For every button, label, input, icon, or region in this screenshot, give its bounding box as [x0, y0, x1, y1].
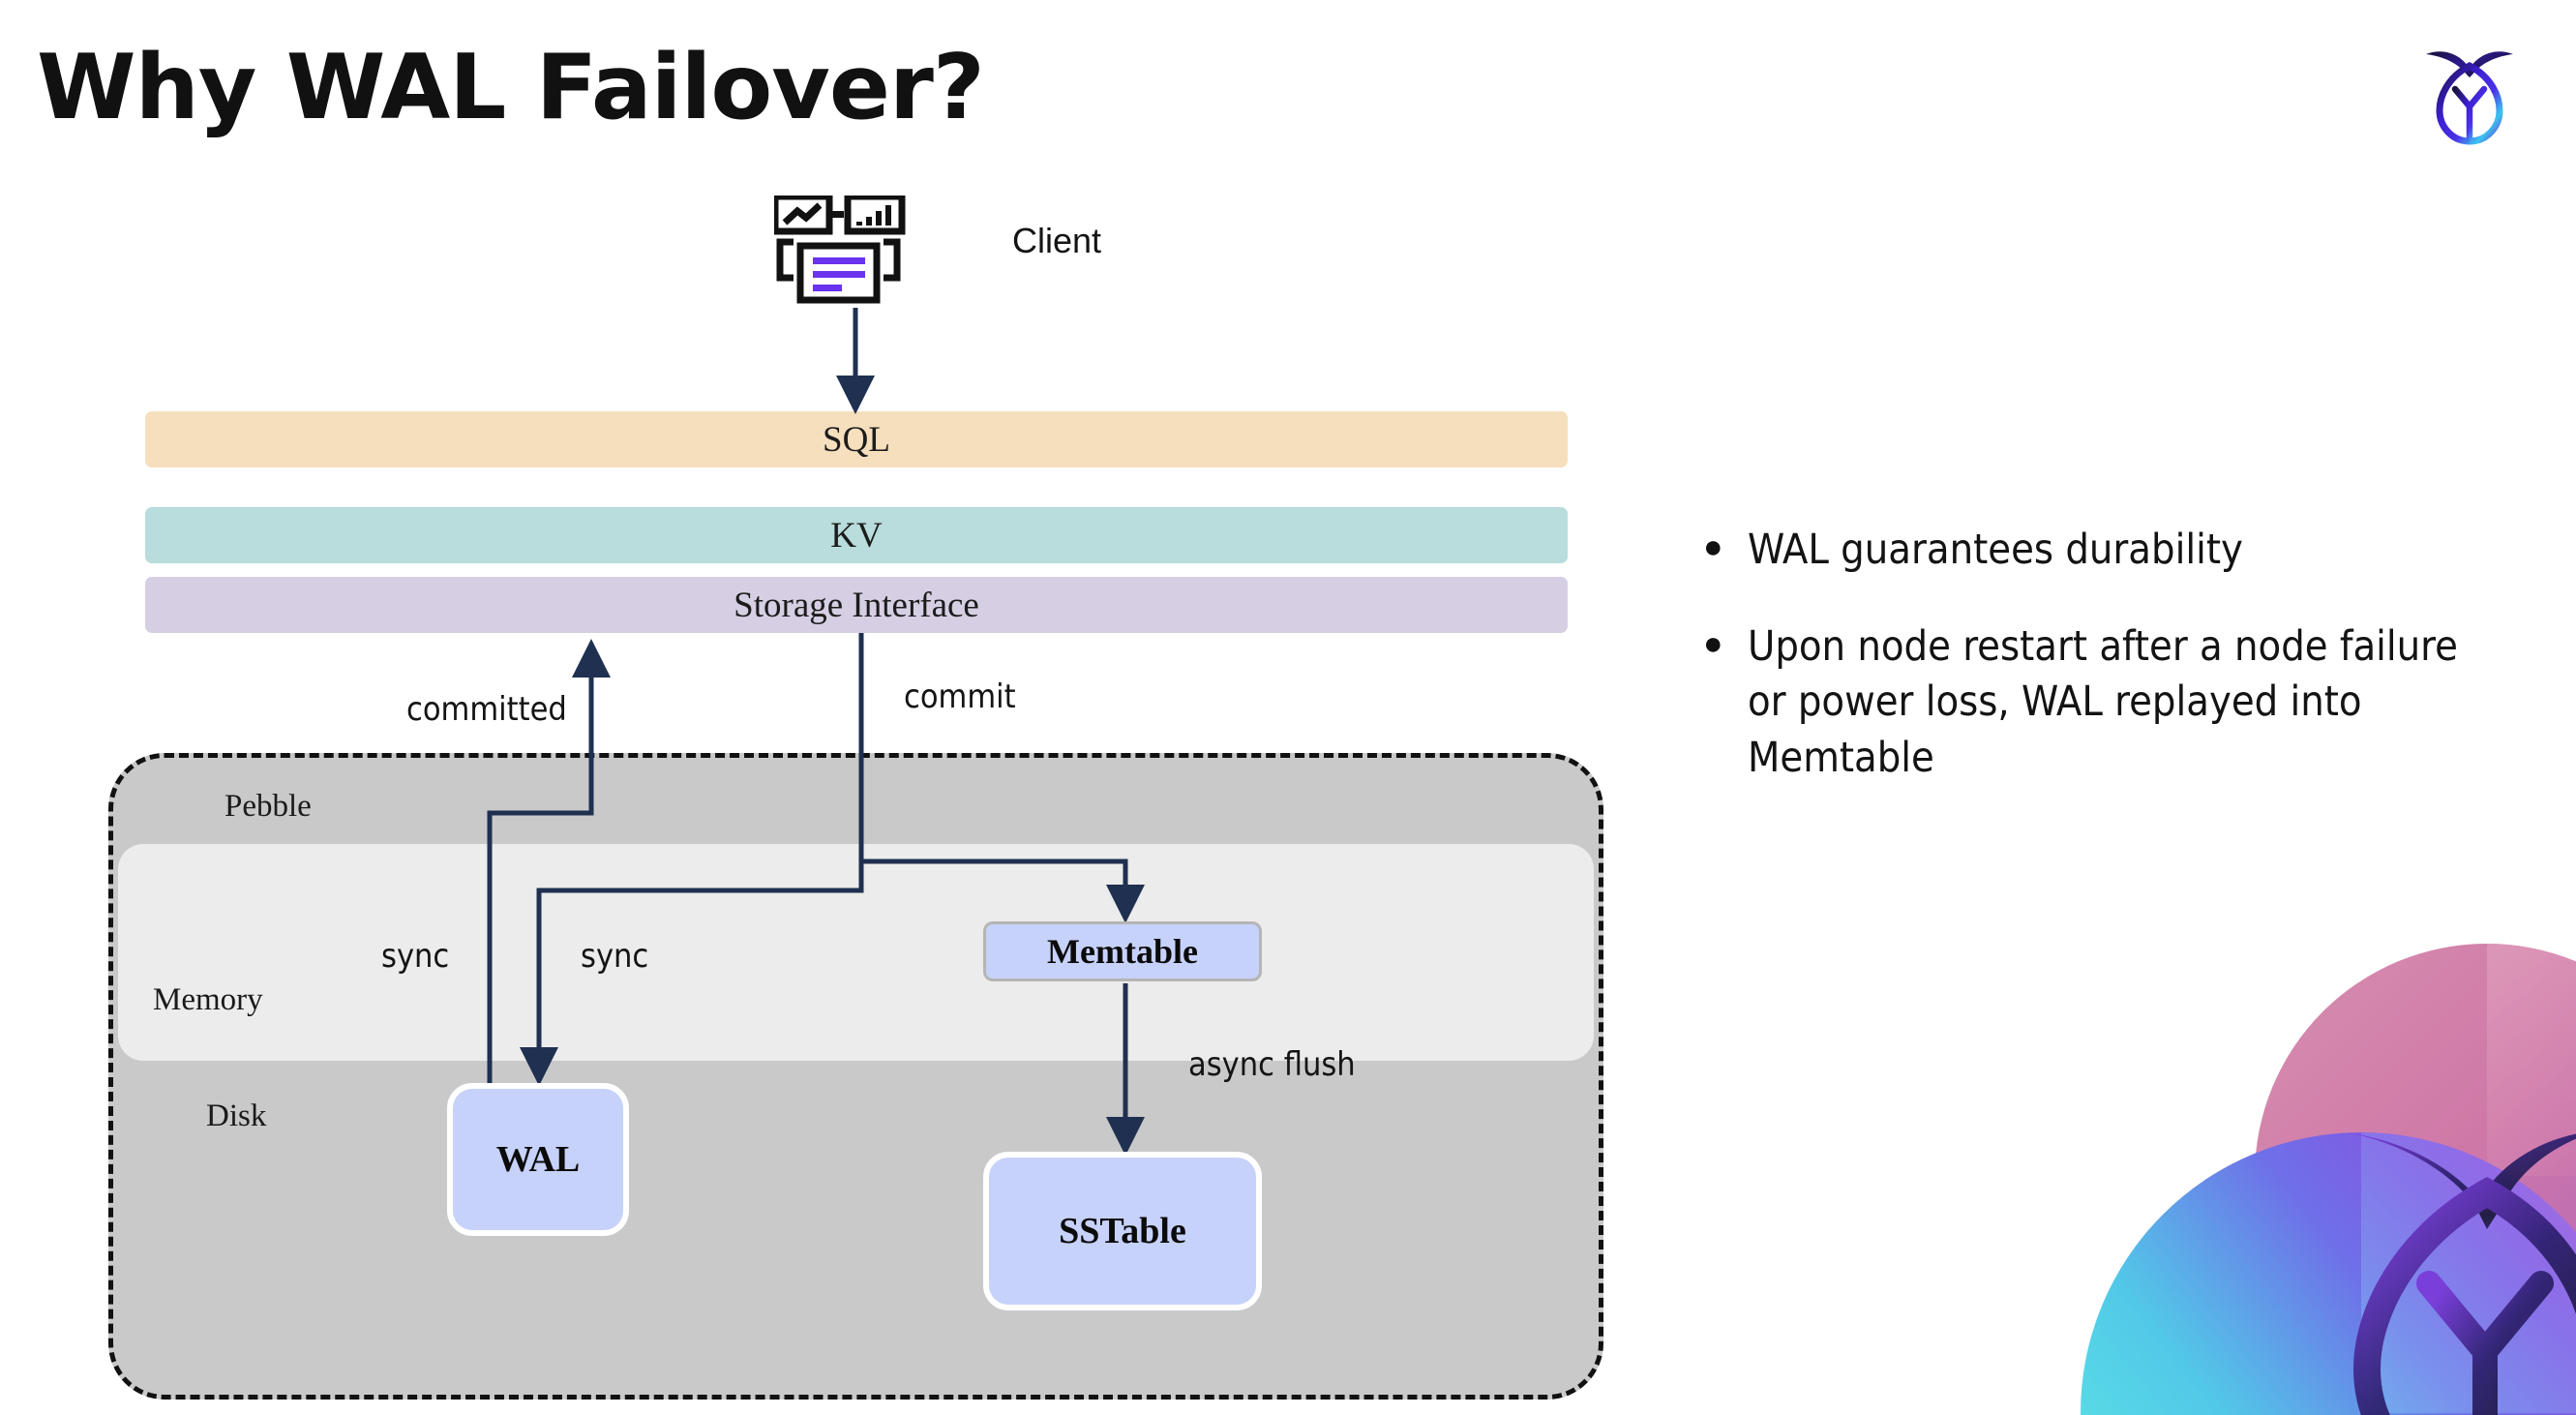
edge-label-sync-left: sync [381, 937, 450, 976]
bullet-text: WAL guarantees durability [1748, 526, 2243, 574]
node-memtable: Memtable [983, 921, 1262, 981]
layer-bar-sql: SQL [145, 411, 1568, 467]
client-dashboard-icon [771, 193, 934, 312]
memory-region [118, 844, 1594, 1061]
node-wal: WAL [447, 1083, 629, 1236]
client-label: Client [1012, 221, 1102, 260]
page-title: Why WAL Failover? [37, 35, 985, 139]
layer-label-storage-interface: Storage Interface [734, 585, 979, 625]
layer-label-kv: KV [830, 515, 883, 556]
bullet-list: ● WAL guarantees durability ● Upon node … [1703, 523, 2497, 827]
cockroachdb-logo [2416, 33, 2523, 147]
decorative-gradient-circles [1945, 910, 2576, 1415]
list-item: ● Upon node restart after a node failure… [1703, 619, 2497, 787]
pebble-label: Pebble [225, 789, 312, 824]
edge-label-commit: commit [904, 677, 1016, 716]
edge-label-sync-right: sync [581, 937, 649, 976]
bullet-text: Upon node restart after a node failure o… [1748, 621, 2458, 782]
node-label-sstable: SSTable [1059, 1211, 1186, 1251]
edge-label-async-flush: async flush [1188, 1045, 1356, 1084]
layer-label-sql: SQL [823, 419, 890, 460]
edge-label-committed: committed [406, 690, 567, 729]
node-label-wal: WAL [495, 1139, 581, 1180]
layer-bar-kv: KV [145, 507, 1568, 563]
bullet-marker-icon: ● [1703, 528, 1723, 565]
bullet-marker-icon: ● [1703, 624, 1723, 662]
node-label-memtable: Memtable [1047, 932, 1198, 971]
node-sstable: SSTable [983, 1152, 1262, 1310]
disk-label: Disk [206, 1099, 267, 1133]
list-item: ● WAL guarantees durability [1703, 523, 2497, 579]
memory-label: Memory [153, 982, 263, 1017]
layer-bar-storage-interface: Storage Interface [145, 577, 1568, 633]
